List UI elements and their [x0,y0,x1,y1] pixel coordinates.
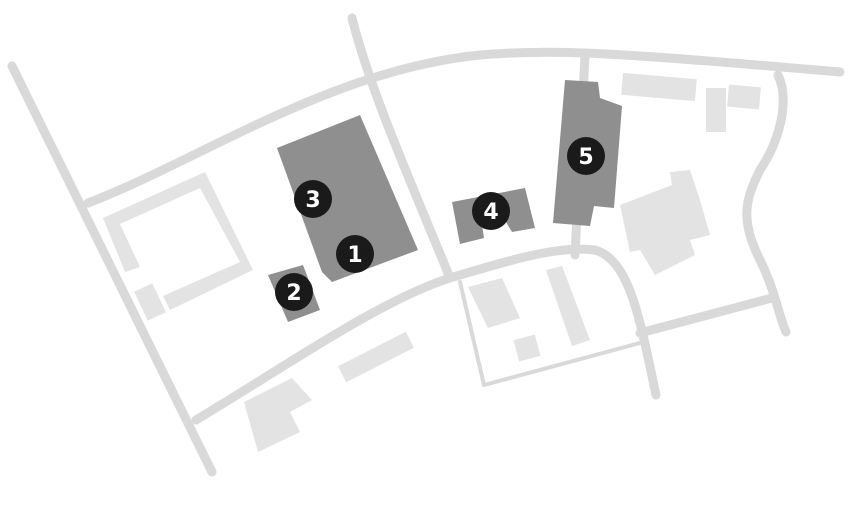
road-west-diagonal [7,61,217,477]
road-network [7,13,845,477]
building-south-center-3 [546,266,590,346]
building-northeast-1 [621,72,697,102]
marker-3-label: 3 [305,188,320,213]
building-south-long [338,331,414,383]
marker-4[interactable]: 4 [472,192,510,230]
marker-5[interactable]: 5 [567,137,605,175]
building-east-large [620,170,710,275]
building-west-complex [103,172,253,310]
building-south-center-1 [468,278,520,328]
marker-1-label: 1 [347,243,362,268]
marker-5-label: 5 [578,145,593,170]
building-3[interactable] [277,115,418,282]
highlighted-buildings [268,80,622,322]
background-buildings [103,72,761,452]
marker-2[interactable]: 2 [275,273,313,311]
marker-4-label: 4 [483,200,498,225]
building-west-small [134,283,166,321]
road-east-curve [742,70,791,337]
road-east-connector [635,293,777,338]
road-south-loop [458,280,642,387]
marker-3[interactable]: 3 [294,180,332,218]
building-northeast-2 [706,88,726,132]
road-north-main [83,47,845,208]
building-southwest [244,378,312,452]
road-south-main [191,244,600,425]
marker-2-label: 2 [286,281,301,306]
building-northeast-3 [727,84,761,110]
road-center-north [347,13,455,283]
building-south-center-2 [513,334,541,362]
road-southeast-curve [590,245,661,400]
marker-1[interactable]: 1 [336,235,374,273]
